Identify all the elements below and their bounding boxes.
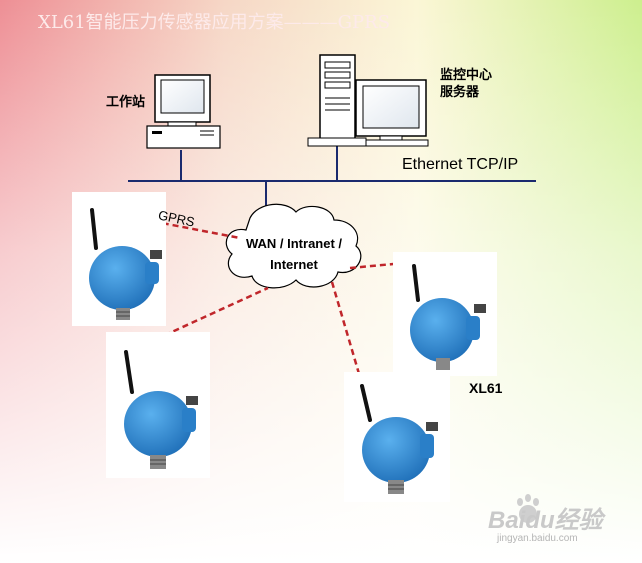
workstation-icon <box>146 74 221 149</box>
workstation-label: 工作站 <box>106 95 146 110</box>
xl61-device-icon <box>72 192 166 326</box>
xl61-device-icon <box>344 372 450 502</box>
ethernet-label: Ethernet TCP/IP <box>402 156 519 173</box>
server-label-line2: 服务器 <box>440 85 480 100</box>
xl61-device-icon <box>106 332 210 478</box>
device-label: XL61 <box>469 380 503 396</box>
baidu-paw-icon <box>517 494 539 523</box>
link-device-3 <box>330 281 364 385</box>
xl61-device-icon <box>393 252 497 376</box>
watermark-text: Baidu经验 <box>488 507 603 534</box>
cloud-icon <box>225 203 362 289</box>
cloud-label-line1: WAN / Intranet / <box>245 236 343 251</box>
server-label-line1: 监控中心 <box>440 68 493 83</box>
cloud-label-line2: Internet <box>270 257 318 272</box>
page-title: XL61智能压力传感器应用方案———GPRS <box>38 12 391 33</box>
watermark-url: jingyan.baidu.com <box>497 533 578 544</box>
server-tower-icon <box>307 54 367 147</box>
server-monitor-icon <box>355 79 429 147</box>
